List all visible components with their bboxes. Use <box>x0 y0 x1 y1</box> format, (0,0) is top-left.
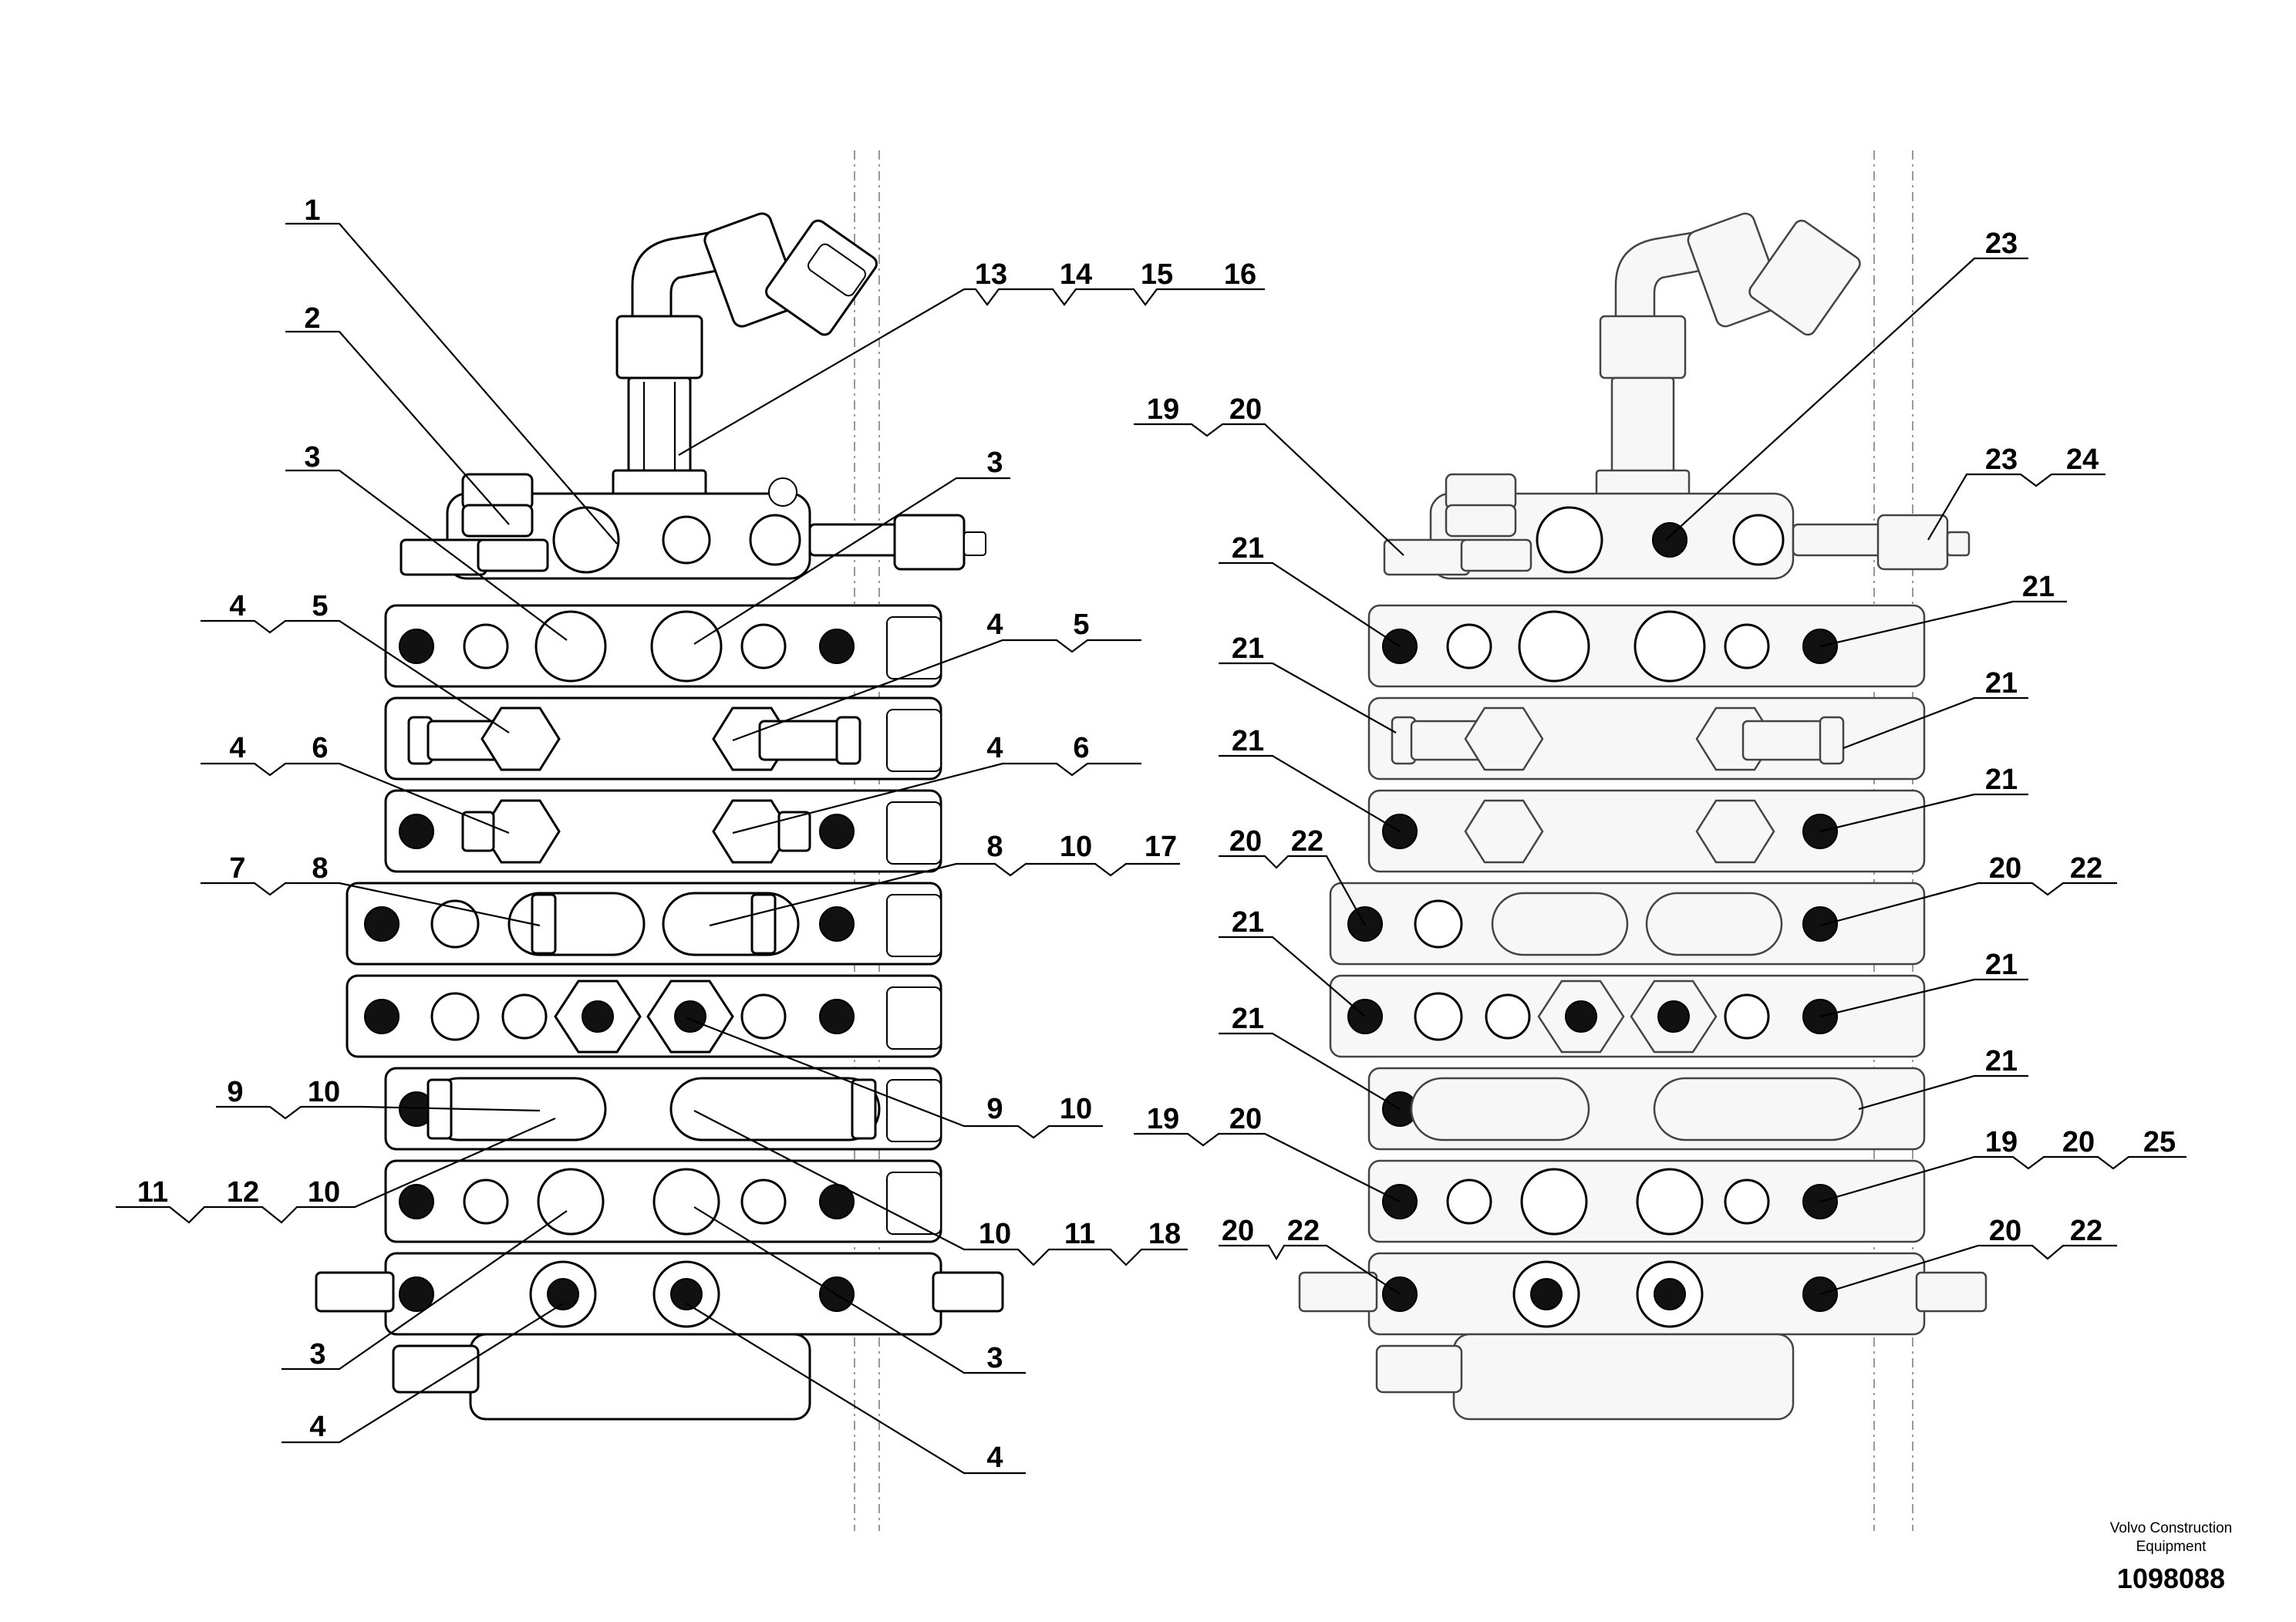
control-valve-right-view <box>1298 212 1988 1421</box>
callout-1: 1 <box>304 194 320 227</box>
leader-lines-left <box>116 222 1265 1475</box>
callout-23: 23 <box>1985 443 2018 476</box>
drawing-number: 1098088 <box>2116 1563 2226 1594</box>
callout-8: 8 <box>986 831 1003 863</box>
callout-20: 20 <box>1229 1103 1262 1135</box>
callout-6: 6 <box>1073 732 1089 764</box>
callout-4: 4 <box>309 1411 325 1443</box>
valve-section-stack-right <box>1298 604 1988 1421</box>
callout-21: 21 <box>1985 764 2018 796</box>
leader-lines-right <box>1134 257 2186 1296</box>
callout-20: 20 <box>1229 825 1262 858</box>
callout-12: 12 <box>227 1176 259 1209</box>
callouts-right: 23 19 20 23 24 21 21 21 21 21 21 20 22 2… <box>1147 228 2176 1247</box>
callout-21: 21 <box>1232 725 1264 757</box>
callout-10: 10 <box>308 1176 340 1209</box>
callout-16: 16 <box>1224 258 1256 291</box>
callout-23: 23 <box>1985 228 2018 260</box>
callout-24: 24 <box>2066 443 2099 476</box>
top-manifold <box>400 473 986 580</box>
callout-3: 3 <box>309 1338 325 1371</box>
callout-21: 21 <box>1232 532 1264 565</box>
callout-22: 22 <box>2070 852 2102 885</box>
callout-22: 22 <box>2070 1215 2102 1247</box>
callout-19: 19 <box>1147 1103 1179 1135</box>
callout-22: 22 <box>1287 1215 1320 1247</box>
valve-section-stack <box>315 604 1004 1421</box>
callout-15: 15 <box>1141 258 1173 291</box>
callout-14: 14 <box>1060 258 1092 291</box>
callout-10: 10 <box>979 1218 1011 1250</box>
callout-22: 22 <box>1291 825 1323 858</box>
callout-3: 3 <box>986 447 1003 479</box>
top-manifold-right <box>1383 473 1971 580</box>
callout-5: 5 <box>1073 609 1089 641</box>
callout-5: 5 <box>312 590 328 622</box>
callout-7: 7 <box>229 852 245 885</box>
callout-19: 19 <box>1147 393 1179 426</box>
callout-20: 20 <box>2062 1126 2095 1158</box>
callout-11: 11 <box>1064 1218 1095 1250</box>
drawing-credit: Volvo Construction Equipment 1098088 <box>2075 1519 2267 1595</box>
callout-13: 13 <box>975 258 1007 291</box>
company-name: Volvo Construction Equipment <box>2109 1520 2233 1555</box>
callout-10: 10 <box>308 1076 340 1108</box>
callout-21: 21 <box>2022 571 2055 603</box>
callout-18: 18 <box>1148 1218 1181 1250</box>
callout-21: 21 <box>1985 1045 2018 1077</box>
callout-4: 4 <box>229 732 245 764</box>
callout-11: 11 <box>137 1176 168 1209</box>
callout-21: 21 <box>1232 906 1264 939</box>
callout-9: 9 <box>986 1093 1003 1125</box>
callout-4: 4 <box>986 1442 1003 1474</box>
callout-6: 6 <box>312 732 328 764</box>
callout-4: 4 <box>229 590 245 622</box>
callout-10: 10 <box>1060 1093 1092 1125</box>
callout-4: 4 <box>986 732 1003 764</box>
elbow-fitting <box>612 212 878 503</box>
callout-3: 3 <box>986 1342 1003 1374</box>
callout-21: 21 <box>1985 949 2018 981</box>
callout-8: 8 <box>312 852 328 885</box>
callout-10: 10 <box>1060 831 1092 863</box>
callout-4: 4 <box>986 609 1003 641</box>
callout-2: 2 <box>304 302 320 335</box>
callout-21: 21 <box>1232 1003 1264 1035</box>
callout-9: 9 <box>227 1076 243 1108</box>
callout-20: 20 <box>1989 1215 2021 1247</box>
callout-21: 21 <box>1232 632 1264 665</box>
callout-3: 3 <box>304 441 320 474</box>
callout-20: 20 <box>1222 1215 1254 1247</box>
callout-20: 20 <box>1989 852 2021 885</box>
callout-19: 19 <box>1985 1126 2018 1158</box>
callout-17: 17 <box>1145 831 1177 863</box>
callouts-left: 1 2 3 13 14 15 16 3 4 5 4 5 4 6 4 6 7 8 … <box>137 194 1256 1474</box>
callout-21: 21 <box>1985 667 2018 700</box>
control-valve-left-view <box>315 212 1004 1421</box>
elbow-fitting-right <box>1595 212 1861 503</box>
callout-20: 20 <box>1229 393 1262 426</box>
callout-25: 25 <box>2143 1126 2176 1158</box>
